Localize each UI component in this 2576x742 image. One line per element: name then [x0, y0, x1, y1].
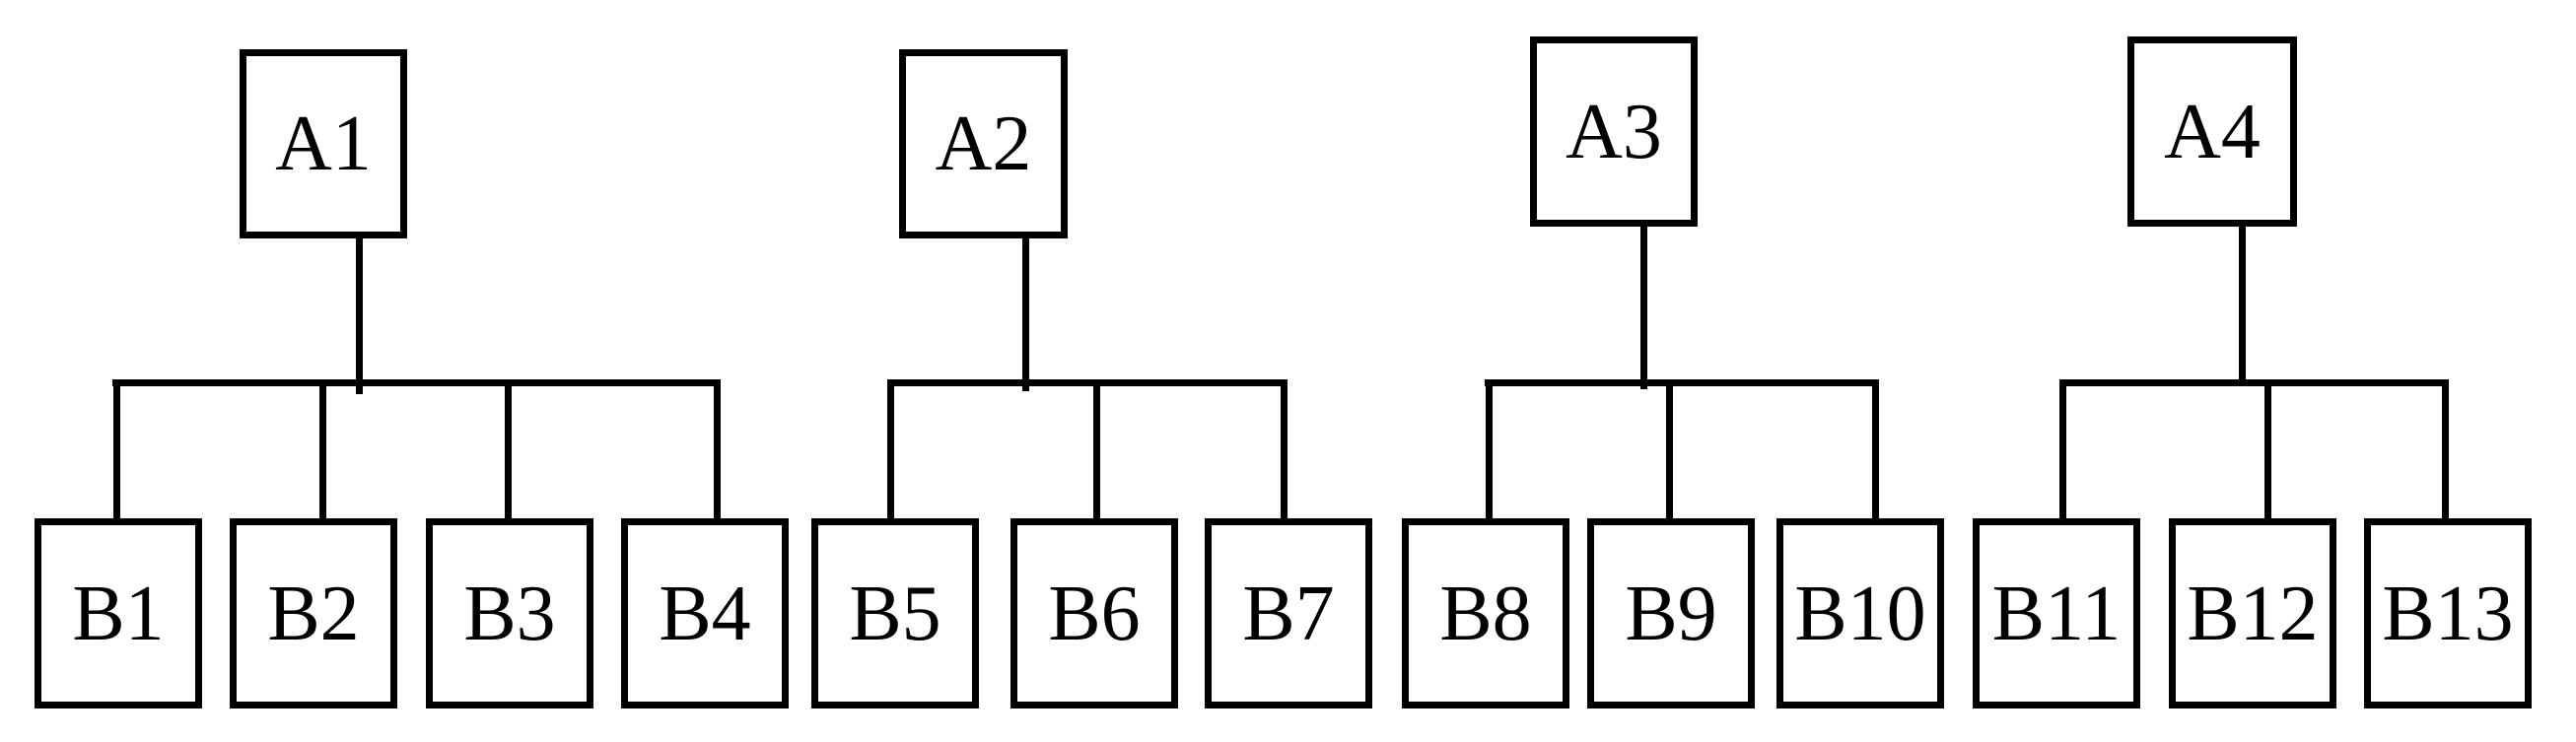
- connector-drop-b8: [1486, 379, 1493, 518]
- node-b11: B11: [1973, 518, 2140, 708]
- node-b4: B4: [621, 518, 789, 708]
- node-b7: B7: [1205, 518, 1372, 708]
- connector-drop-b13: [2442, 379, 2449, 518]
- connector-drop-b3: [505, 379, 512, 518]
- node-a2: A2: [899, 49, 1068, 238]
- node-b1: B1: [35, 518, 202, 708]
- connector-drop-b4: [714, 379, 721, 518]
- connector-drop-b7: [1281, 379, 1288, 518]
- node-a3: A3: [1530, 36, 1698, 227]
- node-b10: B10: [1776, 518, 1944, 708]
- connector-bus-a3: [1485, 379, 1879, 386]
- node-b8: B8: [1402, 518, 1569, 708]
- connector-stem-a3: [1640, 227, 1647, 389]
- node-b12: B12: [2169, 518, 2336, 708]
- connector-drop-b12: [2264, 379, 2271, 518]
- node-b9: B9: [1587, 518, 1755, 708]
- connector-drop-b5: [887, 379, 894, 518]
- connector-bus-a2: [887, 379, 1288, 386]
- connector-drop-b2: [319, 379, 326, 518]
- node-b6: B6: [1010, 518, 1178, 708]
- connector-drop-b6: [1093, 379, 1100, 518]
- connector-drop-b11: [2059, 379, 2066, 518]
- node-b2: B2: [230, 518, 397, 708]
- connector-drop-b10: [1872, 379, 1879, 518]
- node-b3: B3: [426, 518, 593, 708]
- connector-bus-a1: [112, 379, 721, 386]
- connector-stem-a4: [2239, 227, 2246, 386]
- connector-drop-b1: [113, 379, 120, 518]
- node-b5: B5: [811, 518, 979, 708]
- connector-bus-a4: [2059, 379, 2449, 386]
- node-a1: A1: [240, 49, 407, 238]
- node-a4: A4: [2127, 36, 2297, 227]
- connector-stem-a1: [356, 238, 363, 394]
- node-b13: B13: [2364, 518, 2532, 708]
- connector-stem-a2: [1022, 238, 1029, 391]
- connector-drop-b9: [1666, 379, 1673, 518]
